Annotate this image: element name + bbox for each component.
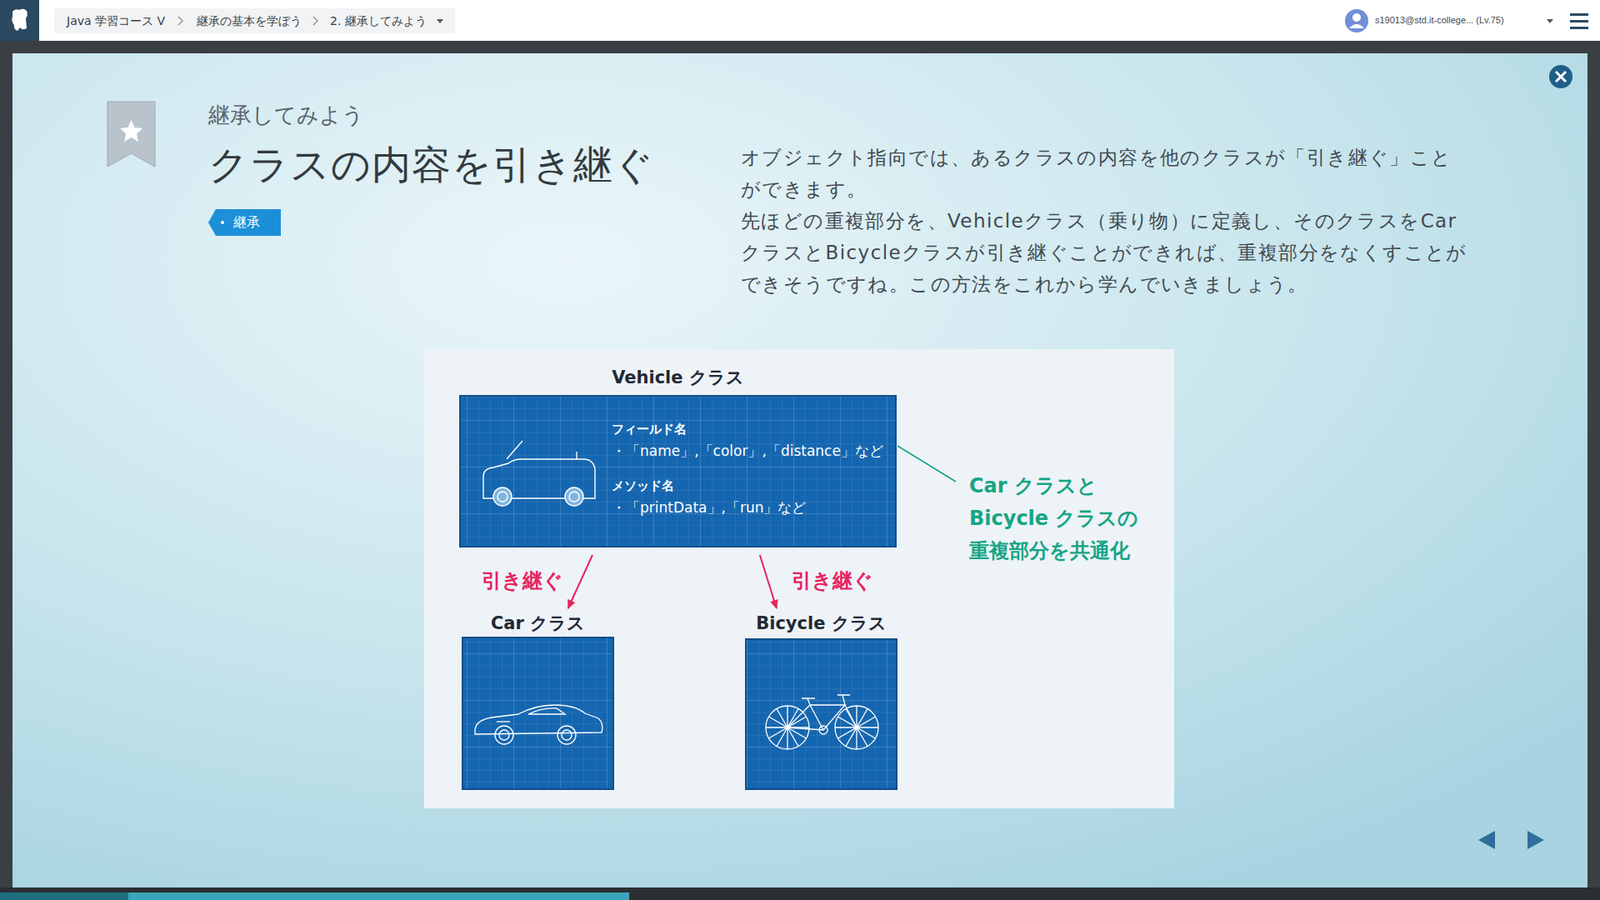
method-list: ・「printData」,「run」など — [611, 499, 806, 517]
blueprint-grid — [460, 395, 896, 547]
breadcrumb-chevron — [313, 16, 318, 25]
diagram-panel — [424, 349, 1175, 809]
intro-text: オブジェクト指向では、あるクラスの内容を他のクラスが「引き継ぐ」ことができます。 — [740, 141, 1471, 205]
bookmark-star — [120, 120, 143, 142]
leader-line — [897, 445, 956, 482]
menu-icon — [1570, 26, 1589, 30]
logo-tile — [0, 0, 40, 41]
logo-mark — [11, 9, 27, 31]
breadcrumb-item: 継承の基本を学ぼう — [196, 14, 302, 30]
class-box: Bicycle クラス — [745, 612, 897, 790]
breadcrumb-chevron — [178, 16, 183, 25]
tag-dot — [220, 220, 225, 225]
sports-car-drawing — [475, 705, 603, 745]
avatar-body — [1349, 24, 1365, 29]
progress-bar — [0, 892, 630, 900]
inherit-arrow — [760, 555, 777, 609]
blueprint-grid — [462, 637, 614, 790]
arrow-label: 引き継ぐ — [481, 568, 564, 594]
class-heading: Vehicle クラス — [611, 366, 745, 389]
blueprint-box — [745, 639, 897, 790]
class-box: Vehicle クラスフィールド名・「name」,「color」,「distan… — [460, 366, 896, 547]
blueprint-grid — [745, 639, 897, 790]
blueprint-box — [460, 395, 896, 547]
breadcrumb-bar — [54, 8, 455, 34]
intro-text: 先ほどの重複部分を、Vehicleクラス（乗り物）に定義し、そのクラスをCarク… — [740, 205, 1471, 300]
menu-icon — [1570, 13, 1589, 16]
modal-panel — [12, 53, 1588, 888]
blueprint-grid — [745, 639, 897, 790]
section-heading: フィールド名 — [611, 421, 687, 438]
avatar-head — [1352, 13, 1361, 22]
breadcrumb-item: Java 学習コース V — [66, 14, 165, 30]
car-outline — [483, 440, 595, 506]
blueprint-box — [462, 637, 614, 790]
page-subtitle: 継承してみよう — [208, 100, 365, 130]
arrow-label: 引き継ぐ — [791, 568, 874, 594]
bicycle-drawing — [765, 695, 879, 750]
close-button — [1549, 65, 1573, 89]
tag-badge: 継承 — [208, 209, 281, 236]
class-box: Car クラス — [462, 612, 614, 790]
breadcrumb-item: 2. 継承してみよう — [330, 14, 427, 30]
class-heading: Bicycle クラス — [755, 612, 887, 635]
class-heading: Car クラス — [490, 612, 585, 635]
close-cross — [1555, 71, 1566, 82]
page-title: クラスの内容を引き継ぐ — [208, 141, 655, 189]
dropdown-caret — [1546, 19, 1554, 24]
blueprint-grid — [460, 395, 896, 547]
next-arrow — [1527, 830, 1545, 850]
dropdown-caret — [436, 19, 444, 24]
menu-icon — [1570, 20, 1589, 23]
blueprint-grid — [462, 637, 614, 790]
avatar — [1345, 9, 1369, 33]
progress-track — [0, 887, 1600, 900]
field-list: ・「name」,「color」,「distance」など — [611, 442, 884, 460]
progress-bar — [0, 892, 129, 900]
callout-note: Car クラスと Bicycle クラスの 重複部分を共通化 — [969, 470, 1146, 568]
top-bar — [0, 0, 1600, 41]
bookmark-icon — [107, 101, 155, 167]
section-heading: メソッド名 — [611, 478, 675, 495]
inherit-arrow — [568, 555, 593, 609]
user-account: s19013@std.it-college... (Lv.75) — [1375, 15, 1505, 25]
tag-text: 継承 — [233, 214, 260, 231]
prev-arrow — [1478, 830, 1495, 850]
